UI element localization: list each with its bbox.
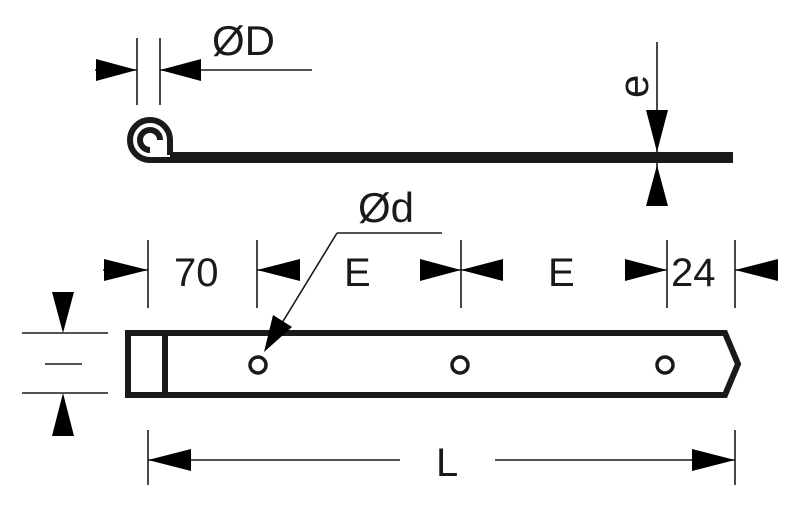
total-length-dimension: L: [147, 430, 736, 485]
arrow-head: [420, 259, 461, 281]
hole-spacing-label: E: [344, 251, 371, 295]
hole-diameter-label: Ød: [358, 184, 414, 231]
hole-spacing-dimension-1: E: [344, 251, 461, 295]
hole-spacing-label: E: [548, 251, 575, 295]
strap-outline: [125, 330, 742, 398]
arrow-head: [646, 165, 668, 206]
arrow-head: [52, 292, 74, 333]
end-offset-dimension: 24: [671, 251, 778, 295]
outer-diameter-dimension: ØD: [95, 17, 312, 105]
arrow-head: [735, 259, 778, 281]
arrow-head: [461, 259, 503, 281]
first-hole-offset-label: 70: [174, 251, 219, 295]
thickness-label: e: [610, 75, 657, 98]
hole: [248, 355, 268, 375]
arrow-head: [96, 59, 137, 81]
strap-side-profile: [127, 117, 733, 163]
arrow-head: [160, 59, 201, 81]
first-hole-offset-dimension: 70: [103, 251, 300, 295]
hole: [655, 355, 675, 375]
top-view: [125, 330, 742, 398]
dimension-extension-lines: [147, 240, 736, 308]
thickness-dimension: e: [610, 42, 668, 206]
side-view: [127, 117, 733, 163]
arrow-head: [625, 259, 667, 281]
total-length-label: L: [436, 441, 458, 485]
arrow-head: [692, 449, 735, 471]
arrow-head: [646, 110, 668, 152]
arrow-head: [264, 315, 292, 352]
arrow-head: [52, 393, 74, 436]
arrow-head: [104, 259, 148, 281]
hole: [450, 355, 470, 375]
outer-diameter-label: ØD: [212, 17, 275, 64]
end-offset-label: 24: [671, 251, 716, 295]
width-dimension: [22, 292, 108, 436]
arrow-head: [257, 259, 300, 281]
hole-spacing-dimension-2: E: [461, 251, 667, 295]
eye-roll: [137, 127, 163, 153]
arrow-head: [148, 449, 191, 471]
hole-diameter-callout: Ød: [264, 184, 442, 352]
